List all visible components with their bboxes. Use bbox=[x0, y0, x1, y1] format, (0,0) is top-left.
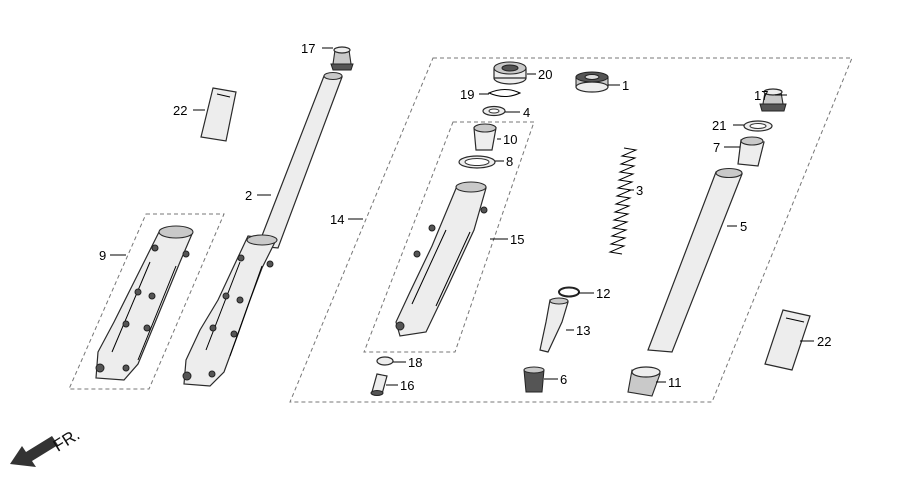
callout-20: 20 bbox=[538, 67, 552, 82]
part-13-damper-rod bbox=[539, 297, 569, 353]
part-15-outer-tube bbox=[395, 181, 488, 337]
callout-21: 21 bbox=[712, 118, 726, 133]
callout-1: 1 bbox=[622, 78, 629, 93]
part-19-clip bbox=[487, 89, 522, 97]
part-17-bolt-right bbox=[759, 88, 787, 112]
callout-8: 8 bbox=[506, 154, 513, 169]
part-22-pad-right bbox=[764, 309, 811, 371]
leader-lines bbox=[110, 47, 814, 386]
callout-3: 3 bbox=[636, 183, 643, 198]
callout-18: 18 bbox=[408, 355, 422, 370]
callout-4: 4 bbox=[523, 105, 530, 120]
part-6-spring-seat bbox=[523, 366, 545, 393]
callout-6: 6 bbox=[560, 372, 567, 387]
part-16-bolt bbox=[370, 373, 388, 396]
callout-9: 9 bbox=[99, 248, 106, 263]
callout-15: 15 bbox=[510, 232, 524, 247]
front-direction-label: FR. bbox=[50, 425, 83, 456]
part-5-inner-pipe bbox=[647, 167, 743, 353]
part-3-spring bbox=[608, 147, 638, 255]
group-outline-9 bbox=[68, 213, 225, 390]
part-20-dust-seal bbox=[493, 61, 527, 85]
part-21-washer bbox=[743, 120, 773, 132]
callout-22-left: 22 bbox=[173, 103, 187, 118]
callout-5: 5 bbox=[740, 219, 747, 234]
part-4-oil-seal bbox=[482, 105, 506, 117]
callout-2: 2 bbox=[245, 188, 252, 203]
part-2-inner-tube bbox=[257, 71, 343, 249]
part-18-washer bbox=[376, 356, 394, 366]
callout-22-right: 22 bbox=[817, 334, 831, 349]
part-11-nut bbox=[627, 366, 661, 397]
part-1-top-nut bbox=[575, 71, 609, 93]
part-9-outer-slider bbox=[95, 225, 194, 381]
callout-14: 14 bbox=[330, 212, 344, 227]
part-10-bushing bbox=[473, 123, 497, 151]
group-outline-15 bbox=[363, 121, 535, 353]
callout-17-right: 17 bbox=[754, 88, 768, 103]
callout-13: 13 bbox=[576, 323, 590, 338]
callout-17-left: 17 bbox=[301, 41, 315, 56]
part-12-o-ring bbox=[558, 286, 580, 298]
callout-19: 19 bbox=[460, 87, 474, 102]
part-7-collar bbox=[737, 136, 765, 167]
callout-7: 7 bbox=[713, 140, 720, 155]
callout-12: 12 bbox=[596, 286, 610, 301]
callout-11: 11 bbox=[668, 375, 682, 390]
callout-16: 16 bbox=[400, 378, 414, 393]
fork-leg-assembled bbox=[182, 234, 278, 387]
front-direction-arrow bbox=[10, 436, 58, 467]
part-8-washer bbox=[458, 155, 496, 169]
part-17-bolt-left bbox=[330, 46, 354, 71]
part-22-pad-left bbox=[200, 87, 237, 142]
callout-10: 10 bbox=[503, 132, 517, 147]
